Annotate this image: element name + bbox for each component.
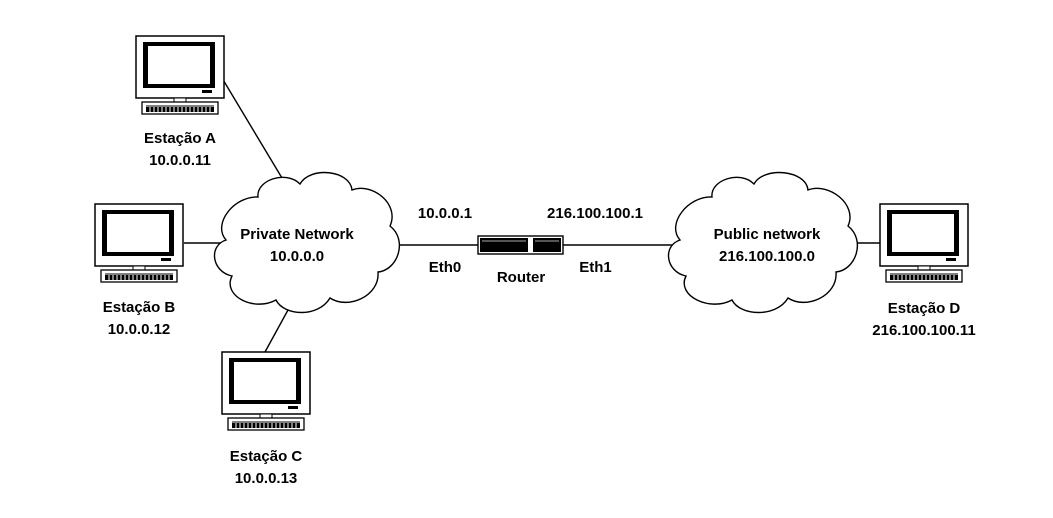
station-a-computer-icon <box>135 35 225 115</box>
router-eth1-label: Eth1 <box>579 259 612 276</box>
router-name: Router <box>496 269 546 286</box>
station-d-computer-icon <box>879 203 969 283</box>
router-eth1-ip: 216.100.100.1 <box>547 205 643 222</box>
station-d-label: Estação D 216.100.100.11 <box>854 298 994 342</box>
station-b-name: Estação B <box>102 299 176 316</box>
private-network-label: Private Network 10.0.0.0 <box>212 224 382 268</box>
link-station-a <box>221 77 286 184</box>
link-station-c <box>264 309 289 353</box>
router-icon <box>477 235 564 255</box>
router-eth0-ip: 10.0.0.1 <box>417 205 473 222</box>
station-d-ip: 216.100.100.11 <box>872 322 976 339</box>
private-network-address: 10.0.0.0 <box>269 248 325 265</box>
station-d-name: Estação D <box>887 300 961 317</box>
station-b-computer-icon <box>94 203 184 283</box>
station-c-computer-icon <box>221 351 311 431</box>
private-network-cloud <box>213 171 401 314</box>
private-network-name: Private Network <box>240 226 354 243</box>
station-a-name: Estação A <box>144 130 216 147</box>
router-eth0-label: Eth0 <box>428 259 462 276</box>
public-network-address: 216.100.100.0 <box>719 248 815 265</box>
station-c-ip: 10.0.0.13 <box>234 470 298 487</box>
station-c-label: Estação C 10.0.0.13 <box>206 446 326 490</box>
public-network-label: Public network 216.100.100.0 <box>682 224 852 268</box>
public-network-cloud <box>667 171 859 314</box>
station-c-name: Estação C <box>229 448 303 465</box>
station-b-label: Estação B 10.0.0.12 <box>79 297 199 341</box>
station-a-label: Estação A 10.0.0.11 <box>120 128 240 172</box>
station-b-ip: 10.0.0.12 <box>107 321 171 338</box>
public-network-name: Public network <box>713 226 821 243</box>
station-a-ip: 10.0.0.11 <box>149 152 211 169</box>
